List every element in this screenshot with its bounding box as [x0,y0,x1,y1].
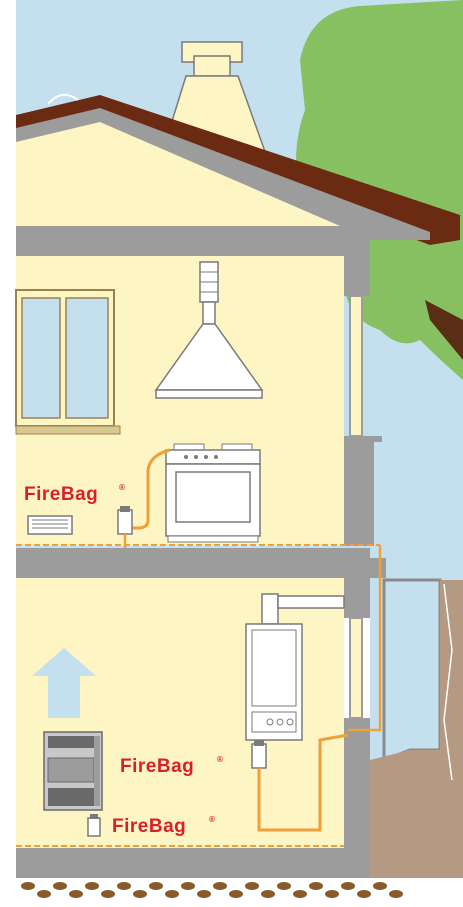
kitchen-trademark: ® [119,483,125,492]
boiler-trademark: ® [217,755,223,764]
upper-wall-ledge [370,436,382,442]
window [16,290,120,434]
gravel-stone [277,882,291,890]
gravel-stone [165,890,179,898]
heater-trademark: ® [209,815,215,824]
outside-ground [370,578,463,878]
gravel-stone [325,890,339,898]
gravel-stone [357,890,371,898]
gravel-stone [149,882,163,890]
lower-wall-pipe [350,618,362,718]
heater-firebag-label: FireBag [112,816,186,837]
gravel-stone [373,882,387,890]
middle-slab [16,548,370,578]
kitchen-firebag-label: FireBag [24,484,98,505]
foundation-slab [16,848,370,878]
upper-slab [16,226,370,256]
gravel-stone [245,882,259,890]
gravel-stone [213,882,227,890]
gravel-stone [133,890,147,898]
gravel-stone [85,882,99,890]
heater-valve [88,814,100,836]
gravel-stone [69,890,83,898]
middle-slab-ledge [370,558,386,578]
boiler-valve [252,740,266,768]
boiler-firebag-label: FireBag [120,756,194,777]
gravel-stone [293,890,307,898]
gravel-stone [53,882,67,890]
upper-wall-pipe [350,296,362,436]
gravel-stone [309,882,323,890]
gravel-stone [117,882,131,890]
upper-wall-bottom [344,436,374,546]
gravel-stone [261,890,275,898]
gravel-stone [229,890,243,898]
gravel-stone [389,890,403,898]
room-heater [44,732,102,810]
upper-wall-top [344,256,370,296]
gravel-stone [37,890,51,898]
gravel-stone [197,890,211,898]
kitchen-valve [118,506,132,534]
cooker [166,444,260,542]
lower-wall-top [344,578,370,618]
gravel-stone [21,882,35,890]
gravel-stone [181,882,195,890]
gravel-stone [101,890,115,898]
vent-grille [28,516,72,534]
gravel-stone [341,882,355,890]
